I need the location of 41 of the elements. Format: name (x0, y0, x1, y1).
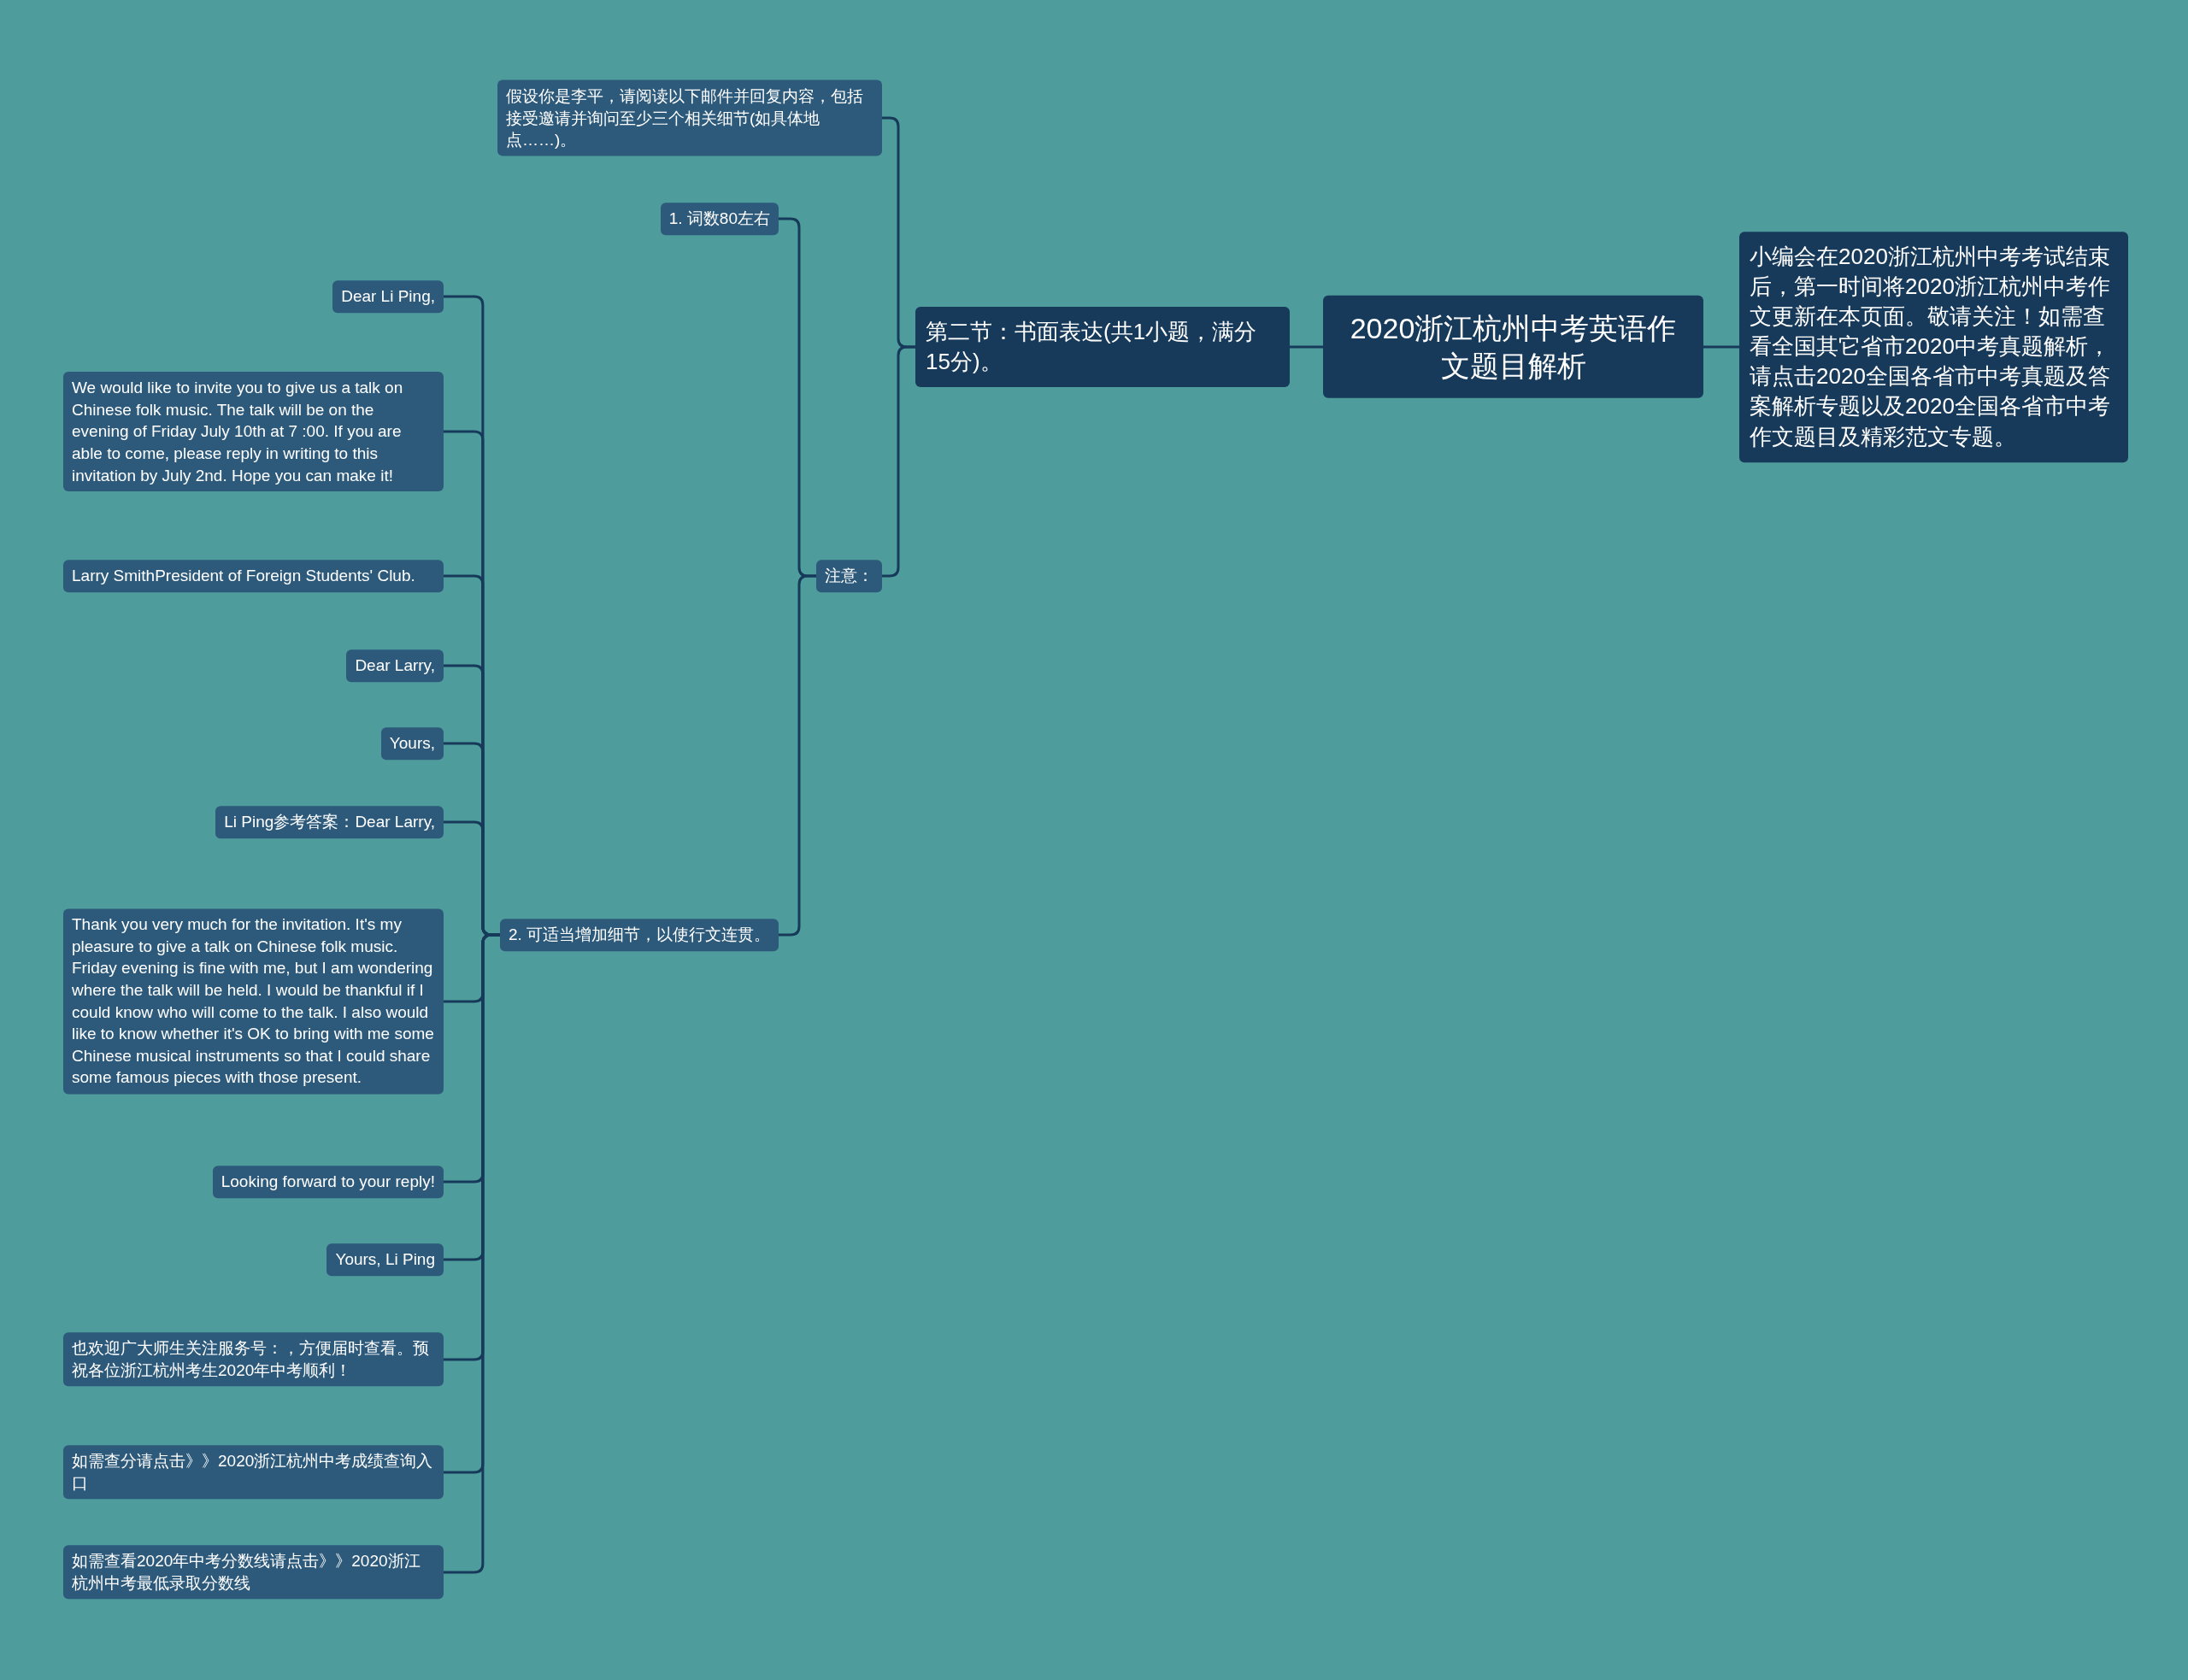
node-text: Yours, Li Ping (335, 1249, 435, 1271)
node-text: 注意： (825, 566, 873, 587)
node-text: 假设你是李平，请阅读以下邮件并回复内容，包括接受邀请并询问至少三个相关细节(如具体地点……)。 (506, 85, 864, 150)
subtopic-box (215, 806, 444, 838)
topic-box (915, 306, 1290, 388)
node-text: Dear Larry, (355, 655, 435, 677)
node-text: 2020浙江杭州中考英语作文题目解析 (1349, 310, 1678, 384)
topic-box (1739, 232, 2128, 462)
node-text: Looking forward to your reply! (221, 1172, 435, 1193)
node-text: Yours, (389, 733, 435, 755)
subtopic-box (63, 1445, 444, 1500)
central-topic-box (1323, 295, 1703, 399)
subtopic-box (346, 649, 444, 682)
node-text: 如需查看2020年中考分数线请点击》》2020浙江杭州中考最低录取分数线 (72, 1551, 421, 1594)
connector-line (882, 345, 915, 578)
node-text: We would like to invite you to give us a talk on Chinese folk music. The talk will be on the evening of Friday July 10th at 7 :00. If you are able to come, please reply in writing to this invitation by July 2nd. Hope you can make it! (72, 377, 404, 486)
connector-line (779, 574, 816, 937)
subtopic-box (332, 280, 444, 313)
node-text: Dear Li Ping, (341, 286, 435, 308)
node-text: 如需查分请点击》》2020浙江杭州中考成绩查询入口 (72, 1451, 434, 1494)
subtopic-box (63, 1332, 444, 1387)
connector-line (1290, 345, 1323, 349)
node-text: Thank you very much for the invitation. It's my pleasure to give a talk on Chinese folk music. Friday evening is fine with me, but I am wondering where the talk will be held. I would be thankful if I could know who will come to the talk. I also would like to know whether it's OK to bring with me some Chinese musical instruments so that I could share some famous pieces with those present. (72, 914, 435, 1089)
subtopic-box (212, 1166, 444, 1198)
subtopic-box (63, 1545, 444, 1600)
subtopic-box (660, 203, 779, 235)
subtopic-box (816, 560, 882, 592)
node-text: 第二节：书面表达(共1小题，满分15分)。 (926, 317, 1258, 376)
node-text: 2. 可适当增加细节，以使行文连贯。 (508, 925, 770, 946)
node-text: 小编会在2020浙江杭州中考考试结束后，第一时间将2020浙江杭州中考作文更新在本页面。敬请关注！如需查看全国其它省市2020中考真题解析，请点击2020全国各省市中考真题及答案解析专题以及2020全国各省市中考作文题目及精彩范文专题。 (1750, 243, 2111, 451)
node-text: Larry SmithPresident of Foreign Students' Club. (72, 566, 416, 587)
subtopic-box (63, 560, 444, 592)
connector-line (1703, 345, 1739, 349)
node-text: 1. 词数80左右 (668, 209, 770, 230)
node-text: 也欢迎广大师生关注服务号：，方便届时查看。预祝各位浙江杭州考生2020年中考顺利！ (72, 1338, 430, 1381)
subtopic-box (63, 371, 444, 492)
node-text: Li Ping参考答案：Dear Larry, (224, 812, 435, 833)
subtopic-box (497, 79, 882, 156)
subtopic-box (499, 919, 779, 951)
subtopic-box (380, 727, 444, 760)
subtopic-box (326, 1243, 444, 1276)
